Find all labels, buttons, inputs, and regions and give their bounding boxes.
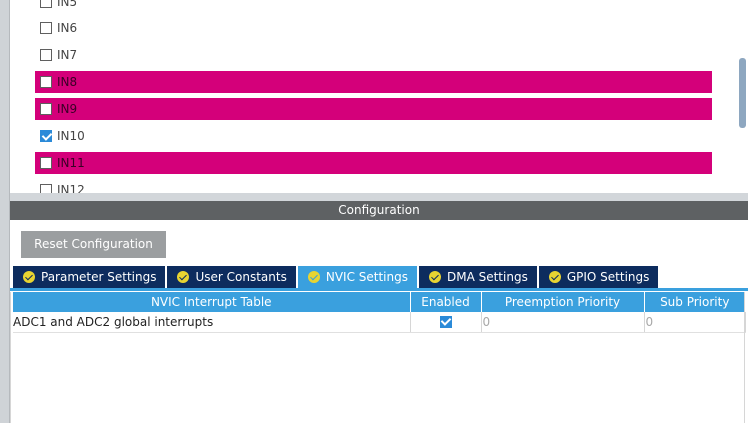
channel-label: IN10 bbox=[57, 129, 85, 143]
nvic-interrupt-table: NVIC Interrupt Table Enabled Preemption … bbox=[13, 292, 746, 333]
tab-nvic-settings[interactable]: NVIC Settings bbox=[297, 266, 417, 288]
channel-row-in10[interactable]: IN10 bbox=[35, 125, 712, 147]
panel-splitter[interactable] bbox=[10, 193, 748, 201]
sub-priority-cell[interactable]: 0 bbox=[644, 312, 746, 333]
tab-dma-settings[interactable]: DMA Settings bbox=[418, 266, 537, 288]
channel-row-in8[interactable]: IN8 bbox=[35, 71, 712, 93]
channel-label: IN8 bbox=[57, 75, 78, 89]
check-circle-icon bbox=[548, 271, 561, 283]
channel-checkbox[interactable] bbox=[40, 49, 52, 61]
channel-label: IN7 bbox=[57, 48, 78, 62]
channel-label: IN12 bbox=[57, 183, 85, 193]
tab-underline bbox=[10, 288, 748, 291]
column-header-preemption[interactable]: Preemption Priority bbox=[481, 292, 645, 312]
channel-checkbox[interactable] bbox=[40, 22, 52, 34]
column-header-interrupt[interactable]: NVIC Interrupt Table bbox=[13, 292, 411, 312]
channel-row-in6[interactable]: IN6 bbox=[35, 17, 712, 39]
settings-tabs: Parameter Settings User Constants NVIC S… bbox=[13, 266, 660, 288]
configuration-header: Configuration bbox=[10, 201, 748, 220]
channel-checkbox[interactable] bbox=[40, 103, 52, 115]
check-circle-icon bbox=[177, 271, 190, 283]
enabled-cell[interactable] bbox=[410, 312, 482, 333]
check-circle-icon bbox=[23, 271, 35, 283]
channel-label: IN5 bbox=[57, 0, 78, 9]
channel-checkbox[interactable] bbox=[40, 184, 52, 193]
enabled-checkbox-checked[interactable] bbox=[439, 316, 452, 329]
channel-checkbox-checked[interactable] bbox=[40, 130, 52, 142]
tab-user-constants[interactable]: User Constants bbox=[167, 266, 296, 288]
preemption-priority-cell[interactable]: 0 bbox=[481, 312, 645, 333]
channel-row-in11[interactable]: IN11 bbox=[35, 152, 712, 174]
check-circle-icon bbox=[307, 271, 320, 283]
column-header-sub-priority[interactable]: Sub Priority bbox=[644, 292, 745, 312]
channel-label: IN11 bbox=[57, 156, 85, 170]
tab-gpio-settings[interactable]: GPIO Settings bbox=[538, 266, 659, 288]
tab-label: DMA Settings bbox=[446, 270, 528, 284]
tab-label: User Constants bbox=[195, 270, 287, 284]
channel-label: IN9 bbox=[57, 102, 78, 116]
scrollbar-thumb[interactable] bbox=[739, 58, 746, 128]
interrupt-name-cell: ADC1 and ADC2 global interrupts bbox=[13, 312, 411, 333]
table-row[interactable]: ADC1 and ADC2 global interrupts 0 0 bbox=[13, 312, 746, 333]
channel-checkbox[interactable] bbox=[40, 0, 52, 8]
left-panel-edge bbox=[0, 0, 10, 423]
tab-label: Parameter Settings bbox=[41, 270, 157, 284]
channel-checkbox[interactable] bbox=[40, 76, 52, 88]
check-circle-icon bbox=[428, 271, 441, 283]
tab-label: NVIC Settings bbox=[325, 270, 408, 284]
channel-list: IN5 IN6 IN7 IN8 IN9 IN10 IN11 IN12 bbox=[10, 0, 748, 193]
channel-label: IN6 bbox=[57, 21, 78, 35]
tab-parameter-settings[interactable]: Parameter Settings bbox=[13, 266, 166, 288]
reset-configuration-button[interactable]: Reset Configuration bbox=[21, 231, 166, 258]
channel-checkbox[interactable] bbox=[40, 157, 52, 169]
table-header-row: NVIC Interrupt Table Enabled Preemption … bbox=[13, 292, 745, 312]
tab-label: GPIO Settings bbox=[566, 270, 650, 284]
channel-row-in5[interactable]: IN5 bbox=[35, 0, 712, 13]
channel-row-in9[interactable]: IN9 bbox=[35, 98, 712, 120]
channel-row-in7[interactable]: IN7 bbox=[35, 44, 712, 66]
vertical-scrollbar[interactable] bbox=[738, 0, 748, 193]
column-header-enabled[interactable]: Enabled bbox=[410, 292, 482, 312]
channel-row-in12[interactable]: IN12 bbox=[35, 179, 712, 193]
